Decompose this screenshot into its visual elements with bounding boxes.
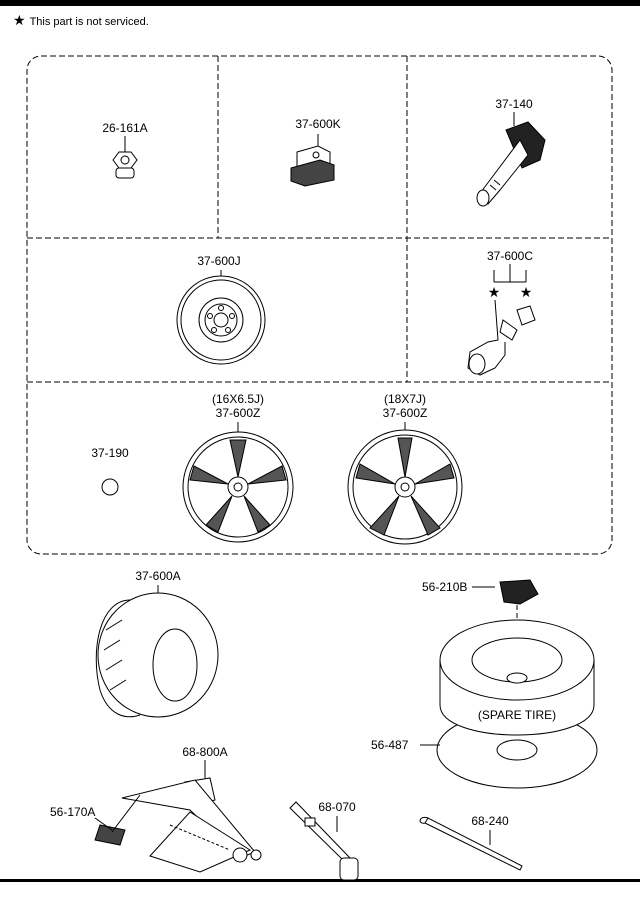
label-56-487: 56-487 bbox=[371, 738, 409, 752]
label-wheel-16: 37-600Z bbox=[215, 406, 261, 420]
label-68-800A: 68-800A bbox=[182, 745, 228, 759]
valve-stem-drawing bbox=[467, 264, 536, 376]
spare-tire-bolt-drawing bbox=[472, 579, 539, 680]
bottom-border bbox=[0, 879, 640, 882]
spare-wheel-drawing bbox=[176, 270, 266, 365]
label-37-140: 37-140 bbox=[495, 97, 533, 111]
label-37-600A: 37-600A bbox=[135, 569, 181, 583]
note-text: This part is not serviced. bbox=[29, 16, 149, 28]
wheel-wrench-drawing bbox=[289, 801, 359, 881]
dashed-grid bbox=[26, 55, 613, 555]
not-serviced-note: ★This part is not serviced. bbox=[13, 13, 149, 29]
star-icon: ★ bbox=[13, 12, 26, 28]
label-37-600K: 37-600K bbox=[295, 117, 341, 131]
label-26-161A: 26-161A bbox=[102, 121, 148, 135]
lug-nut-drawing bbox=[112, 136, 138, 179]
valve-clip-drawing bbox=[290, 134, 335, 187]
jack-handle-drawing bbox=[419, 816, 523, 871]
label-37-600J: 37-600J bbox=[197, 254, 241, 268]
label-56-170A: 56-170A bbox=[50, 805, 96, 819]
label-wheel-18-size: (18X7J) bbox=[383, 392, 427, 406]
label-37-600C: 37-600C bbox=[486, 249, 534, 263]
tpms-sensor-drawing bbox=[476, 112, 546, 207]
label-wheel-16-size: (16X6.5J) bbox=[211, 392, 265, 406]
jack-drawing bbox=[94, 760, 262, 873]
label-68-240: 68-240 bbox=[471, 814, 509, 828]
top-border bbox=[0, 0, 640, 6]
label-68-070: 68-070 bbox=[318, 800, 356, 814]
star-icon-1: ★ bbox=[488, 285, 501, 301]
alloy-wheel-16-drawing bbox=[182, 422, 294, 543]
label-wheel-18: 37-600Z bbox=[382, 406, 428, 420]
star-icon-2: ★ bbox=[520, 285, 533, 301]
label-spare-tire: (SPARE TIRE) bbox=[477, 708, 557, 722]
label-56-210B: 56-210B bbox=[422, 580, 468, 594]
center-cap-drawing bbox=[101, 478, 119, 496]
label-37-190: 37-190 bbox=[91, 446, 129, 460]
spare-tire-drawing bbox=[420, 619, 598, 789]
tire-drawing bbox=[95, 585, 219, 718]
alloy-wheel-18-drawing bbox=[347, 422, 463, 545]
